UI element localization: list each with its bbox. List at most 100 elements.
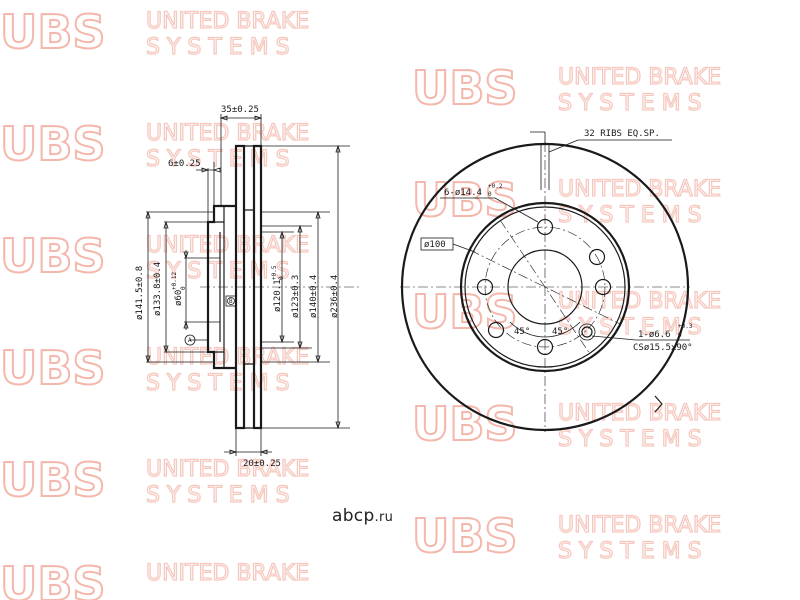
watermark-line1: UNITED BRAKE [146, 9, 309, 34]
front-centerline-diag2 [499, 219, 591, 355]
rib-marker [530, 131, 550, 190]
ext-d60 [184, 257, 220, 323]
watermark-line1: UNITED BRAKE [146, 345, 309, 370]
bolt-hole [476, 278, 494, 296]
watermark-line2: S Y S T E M S [146, 371, 290, 396]
angle-arc-right [544, 321, 581, 338]
holes-leader [494, 197, 539, 223]
watermark-line1: UNITED BRAKE [558, 513, 721, 538]
watermark-line1: UNITED BRAKE [146, 233, 309, 258]
watermark: UBS UNITED BRAKE S Y S T E M S [411, 396, 722, 453]
front-view: 32 RIBS EQ.SP. 6-ø14.4 +0.2 0 ø100 45° 4… [400, 129, 693, 432]
angle-left: 45° [514, 327, 530, 337]
ext-d140 [261, 211, 330, 363]
watermark: UBS UNITED BRAKE [0, 556, 310, 600]
watermark-line2: S Y S T E M S [558, 91, 702, 116]
arrows-20 [229, 449, 268, 455]
watermark-logo: UBS [0, 5, 106, 59]
countersink [578, 323, 596, 341]
angle-arc-left [509, 321, 546, 338]
arrows-d140 [315, 210, 321, 364]
holes-note: 6-ø14.4 [444, 188, 482, 198]
watermark: UBS UNITED BRAKE S Y S T E M S [0, 452, 310, 509]
watermark: UBS UNITED BRAKE S Y S T E M S [0, 340, 310, 397]
bolt-hole [536, 218, 554, 236]
watermark-line1: UNITED BRAKE [146, 457, 309, 482]
dim-width-total: 35±0.25 [221, 105, 259, 115]
dim-hub-thickness: 6±0.25 [168, 159, 201, 169]
dim-d60: ø60 [174, 290, 184, 306]
dim-d60-tol-lower: 0 [180, 286, 187, 290]
left-dims: ø141.5±0.8 ø133.8±0.4 ø60 +0.12 0 A B [135, 210, 237, 364]
watermark-line1: UNITED BRAKE [146, 121, 309, 146]
arrows-d60 [183, 251, 189, 329]
watermark-line2: S Y S T E M S [558, 427, 702, 452]
watermark: UBS UNITED BRAKE S Y S T E M S [0, 4, 310, 61]
right-dims: ø120.1 +0.5 0 ø123±0.3 ø140±0.4 ø236±0.4 [261, 144, 350, 430]
disc-ribs [244, 145, 254, 429]
watermark-logo: UBS [0, 341, 106, 395]
countersink-note: CSø15.5x90° [633, 343, 693, 353]
bolt-hole [487, 321, 505, 339]
front-centerline-diag1 [469, 249, 621, 325]
brand-name: abcp [332, 506, 375, 526]
pcd-leader [452, 243, 476, 253]
dim-d123: ø123±0.3 [291, 275, 301, 318]
ext-lines-top [207, 114, 262, 222]
watermark-logo: UBS [0, 229, 106, 283]
arrows-d236 [335, 144, 341, 430]
dim-disc-thickness: 20±0.25 [243, 459, 281, 469]
side-view: 35±0.25 6±0.25 20±0.25 ø141.5±0.8 ø133.8… [135, 105, 360, 469]
watermark-logo: UBS [0, 557, 106, 600]
watermark-group: UBS UNITED BRAKE S Y S T E M S UBS UNITE… [0, 4, 722, 600]
ext-d120 [261, 231, 294, 343]
arrows-d123 [297, 224, 303, 350]
arrows-d141 [145, 210, 151, 364]
ext-d133 [164, 221, 208, 353]
small-hole-tol-upper: +0.3 [678, 323, 693, 330]
datum-b-box [225, 295, 237, 307]
watermark-logo: UBS [0, 117, 106, 171]
watermark-line2: S Y S T E M S [146, 483, 290, 508]
watermark-line2: S Y S T E M S [146, 35, 290, 60]
watermark-line1: UNITED BRAKE [146, 561, 309, 586]
watermark: UBS UNITED BRAKE S Y S T E M S [0, 228, 310, 285]
watermark: UBS UNITED BRAKE S Y S T E M S [411, 508, 722, 565]
brand-tld: .ru [374, 510, 394, 525]
small-hole-note: 1-ø6.6 [638, 330, 671, 340]
ribs-leader [548, 139, 579, 153]
ext-lines-bottom [235, 428, 262, 456]
watermark: UBS UNITED BRAKE S Y S T E M S [411, 172, 722, 229]
watermark-logo: UBS [412, 61, 518, 115]
arrows-d133 [163, 220, 169, 354]
watermark-logo: UBS [412, 173, 518, 227]
watermark-logo: UBS [0, 453, 106, 507]
small-hole [581, 326, 593, 338]
watermark-logo: UBS [412, 509, 518, 563]
bolt-hole [588, 248, 606, 266]
watermark: UBS UNITED BRAKE S Y S T E M S [411, 60, 722, 117]
ribs-note: 32 RIBS EQ.SP. [584, 129, 660, 139]
ext-d236 [261, 145, 350, 429]
dim-d120-tol-upper: +0.5 [271, 265, 278, 280]
arrows-d120 [279, 230, 285, 344]
dim-d120-tol-lower: 0 [278, 276, 285, 280]
dim-d133: ø133.8±0.4 [153, 262, 163, 316]
datum-b-label: B [229, 298, 233, 305]
small-hole-tol-lower: 0 [678, 332, 682, 339]
dim-d141: ø141.5±0.8 [135, 266, 145, 320]
dim-d60-tol-upper: +0.12 [171, 272, 178, 290]
watermark-line1: UNITED BRAKE [558, 289, 721, 314]
ext-d123 [261, 225, 312, 349]
holes-tol-upper: +0.2 [488, 183, 503, 190]
ext-d141 [146, 211, 214, 363]
brand-label: abcp.ru [332, 506, 393, 526]
small-hole-leader [591, 335, 637, 341]
arrows-6 [201, 167, 221, 173]
watermark-line1: UNITED BRAKE [558, 65, 721, 90]
datum-b-circle [227, 297, 235, 305]
dim-d236: ø236±0.4 [330, 275, 340, 318]
bolt-hole [594, 278, 612, 296]
watermark-line2: S Y S T E M S [146, 147, 290, 172]
